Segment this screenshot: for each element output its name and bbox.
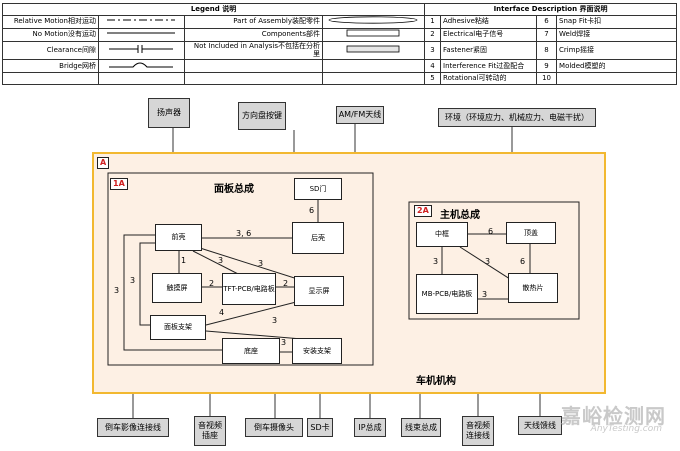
watermark-url: AnyTesting.com	[590, 424, 662, 434]
external-am-fm-antenna: AM/FM天线	[336, 106, 384, 124]
component-front-shell: 前壳	[155, 224, 202, 251]
external-av-socket: 音视频插座	[194, 416, 226, 446]
component-frame: 中框	[416, 222, 468, 247]
interface-molded: Molded模塑的	[556, 59, 678, 74]
interface-number: 2	[209, 279, 215, 288]
interface-number: 1	[181, 256, 187, 265]
external-reverse-camera-cable: 倒车影像连接线	[97, 418, 169, 437]
legend-symbol-dashed-rect	[321, 40, 426, 61]
legend-label-bridge: Bridge网桥	[2, 59, 99, 74]
external-reverse-camera: 倒车摄像头	[245, 418, 303, 437]
component-display: 显示屏	[294, 276, 344, 306]
legend-table: Legend 说明 Interface Description 界面说明 Rel…	[1, 3, 678, 85]
interface-number: 3	[130, 276, 136, 285]
interface-number: 3	[272, 316, 278, 325]
external-speaker: 扬声器	[148, 98, 190, 128]
component-heatsink: 散热片	[508, 273, 558, 303]
interface-number: 4	[219, 308, 225, 317]
interface-number: 3	[485, 257, 491, 266]
panel-title: 面板总成	[214, 184, 254, 195]
legend-label-not-included: Not Included in Analysis不包括在分析里	[184, 40, 323, 61]
interface-number: 3	[433, 257, 439, 266]
external-wire-harness: 线束总成	[401, 418, 441, 437]
component-top-cover: 顶盖	[506, 222, 556, 244]
host-title: 主机总成	[440, 210, 480, 221]
component-mb-pcb: MB-PCB/电路板	[416, 274, 478, 314]
component-rear-shell: 后壳	[292, 222, 344, 254]
component-tft-pcb: TFT-PCB/电路板	[222, 273, 276, 305]
interface-interference-fit: Interference Fit过盈配合	[440, 59, 538, 74]
interface-number: 3	[114, 286, 120, 295]
external-av-cable: 音视频连接线	[462, 416, 494, 446]
component-panel-bracket: 面板支架	[150, 315, 206, 340]
host-tag: 2A	[414, 205, 432, 217]
interface-number: 3	[281, 338, 287, 347]
interface-rotational: Rotational可转动的	[440, 72, 538, 85]
panel-tag: 1A	[110, 178, 128, 190]
interface-number: 3	[482, 290, 488, 299]
interface-crimp: Crimp摇接	[556, 40, 678, 61]
legend-symbol-ellipse	[321, 14, 426, 29]
external-sd-card: SD卡	[307, 418, 333, 437]
watermark-logo-text: 嘉峪检测网	[561, 404, 666, 428]
interface-number: 3	[258, 259, 264, 268]
interface-number: 3	[218, 256, 224, 265]
panel-assembly-box	[107, 172, 374, 366]
interface-number: 2	[283, 279, 289, 288]
interface-number: 6	[488, 227, 494, 236]
interface-number: 3, 6	[236, 229, 252, 238]
external-ip-assembly: IP总成	[354, 418, 386, 437]
system-name: 车机机构	[416, 376, 456, 387]
component-base: 底座	[222, 338, 280, 364]
interface-number: 6	[520, 257, 526, 266]
component-sd-door: SD门	[294, 178, 342, 200]
external-antenna-feeder: 天线馈线	[518, 416, 562, 435]
legend-symbol-bridge	[98, 59, 185, 74]
component-mount-bracket: 安装支架	[292, 338, 342, 364]
external-environment: 环境（环境应力、机械应力、电磁干扰）	[438, 108, 596, 127]
external-steering-buttons: 方向盘按键	[238, 102, 286, 130]
legend-symbol-dash-dot	[98, 14, 185, 29]
system-tag: A	[97, 157, 110, 169]
interface-number: 6	[309, 206, 315, 215]
component-touch-screen: 触摸屏	[152, 273, 202, 303]
